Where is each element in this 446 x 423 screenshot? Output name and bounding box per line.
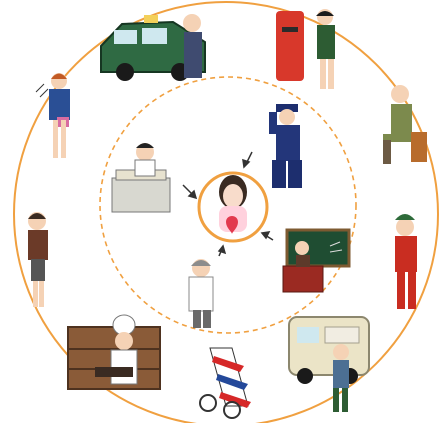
heart-icon — [226, 216, 238, 234]
police-officer-illustration — [269, 104, 302, 188]
barber-pole-illustration — [199, 347, 251, 419]
outer-ring — [13, 1, 439, 423]
businesswoman-illustration — [35, 73, 70, 158]
teacher-illustration — [282, 228, 351, 293]
arrows — [182, 151, 274, 257]
center-girl-illustration — [219, 175, 247, 234]
mail-carrier-illustration — [276, 9, 335, 89]
shop-clerk-illustration — [28, 212, 48, 307]
doctor-illustration — [188, 259, 214, 328]
office-worker-illustration — [111, 143, 171, 213]
inner-ring — [99, 76, 357, 334]
delivery-truck-illustration — [288, 316, 370, 412]
arrow-head-teacher — [260, 231, 271, 240]
firefighter-illustration — [395, 214, 417, 309]
arrow-head-doctor — [217, 244, 227, 255]
arrow-head-office-worker — [187, 189, 198, 200]
arrow-head-police — [242, 158, 251, 169]
taxi-illustration — [100, 14, 206, 81]
cook-illustration — [67, 314, 161, 390]
elderly-man-illustration — [383, 85, 427, 164]
